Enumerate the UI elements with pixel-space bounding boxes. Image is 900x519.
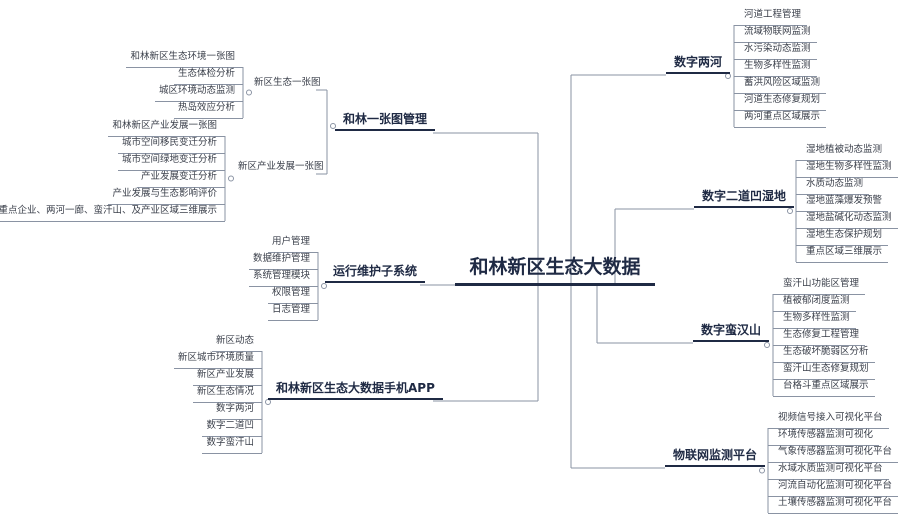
leaf-item[interactable]: 环境传感器监测可视化 bbox=[768, 429, 880, 446]
leaf-item[interactable]: 生态破坏脆弱区分析 bbox=[773, 346, 875, 363]
leaf-item[interactable]: 城区环境动态监测 bbox=[154, 85, 243, 102]
branch-mobile-app[interactable]: 和林新区生态大数据手机APP bbox=[268, 381, 443, 400]
leaf-item[interactable]: 两河重点区域展示 bbox=[734, 111, 827, 128]
leaf-item[interactable]: 城市空间绿地变迁分析 bbox=[117, 154, 225, 171]
leaf-item[interactable]: 湿地生物多样性监测 bbox=[796, 161, 898, 178]
leaf-item[interactable]: 用户管理 bbox=[267, 236, 318, 253]
leaf-item[interactable]: 水质动态监测 bbox=[796, 178, 870, 195]
branch-digital-rivers[interactable]: 数字两河 bbox=[666, 55, 731, 74]
leaf-item[interactable]: 新区生态情况 bbox=[192, 386, 262, 403]
collapse-toggle-icon[interactable] bbox=[725, 73, 731, 79]
leaf-item[interactable]: 湿地生态保护规划 bbox=[796, 229, 889, 246]
leaf-item[interactable]: 数据维护管理 bbox=[248, 253, 318, 270]
leaf-item[interactable]: 生态修复工程管理 bbox=[773, 329, 866, 346]
leaf-item[interactable]: 蛮汗山生态修复规划 bbox=[773, 363, 875, 380]
leaf-item[interactable]: 湿地植被动态监测 bbox=[796, 144, 889, 161]
leaf-item[interactable]: 土壤传感器监测可视化平台 bbox=[768, 497, 899, 514]
leaf-item[interactable]: 数字两河 bbox=[211, 403, 262, 420]
leaf-item[interactable]: 产业发展变迁分析 bbox=[136, 171, 225, 188]
collapse-toggle-icon[interactable] bbox=[246, 89, 252, 96]
leaf-item[interactable]: 蛮汗山功能区管理 bbox=[773, 278, 866, 295]
leaf-item[interactable]: 生物多样性监测 bbox=[734, 60, 817, 77]
leaf-item[interactable]: 河流自动化监测可视化平台 bbox=[768, 480, 899, 497]
leaf-item[interactable]: 视频信号接入可视化平台 bbox=[768, 412, 889, 429]
leaf-item[interactable]: 湿地蓝藻爆发预警 bbox=[796, 195, 889, 212]
sub-branch-eco-map[interactable]: 新区生态一张图 bbox=[254, 77, 321, 88]
leaf-item[interactable]: 数字二道凹 bbox=[202, 420, 262, 437]
leaf-item[interactable]: 日志管理 bbox=[267, 304, 318, 321]
leaf-item[interactable]: 水域水质监测可视化平台 bbox=[768, 463, 889, 480]
leaf-item[interactable]: 新区产业发展 bbox=[192, 369, 262, 386]
leaf-item[interactable]: 气象传感器监测可视化平台 bbox=[768, 446, 899, 463]
branch-ops-subsystem[interactable]: 运行维护子系统 bbox=[325, 264, 426, 283]
leaf-item[interactable]: 新区动态 bbox=[211, 335, 262, 352]
leaf-item[interactable]: 生态体检分析 bbox=[173, 68, 243, 85]
leaf-item[interactable]: 系统管理模块 bbox=[248, 270, 318, 287]
collapse-toggle-icon[interactable] bbox=[228, 175, 234, 182]
leaf-item[interactable]: 蓄洪风险区域监测 bbox=[734, 77, 827, 94]
collapse-toggle-icon[interactable] bbox=[321, 283, 327, 289]
leaf-item[interactable]: 重点区域三维展示 bbox=[796, 246, 889, 263]
leaf-item[interactable]: 新区城市环境质量 bbox=[173, 352, 262, 369]
leaf-item[interactable]: 和林新区生态环境一张图 bbox=[126, 51, 243, 68]
collapse-toggle-icon[interactable] bbox=[330, 123, 336, 129]
leaf-item[interactable]: 重点企业、两河一廊、蛮汗山、及产业区域三维展示 bbox=[0, 205, 225, 222]
leaf-item[interactable]: 和林新区产业发展一张图 bbox=[108, 120, 225, 137]
collapse-toggle-icon[interactable] bbox=[787, 208, 793, 214]
leaf-item[interactable]: 流域物联网监测 bbox=[734, 26, 817, 43]
leaf-item[interactable]: 湿地盐碱化动态监测 bbox=[796, 212, 898, 229]
leaf-item[interactable]: 水污染动态监测 bbox=[734, 43, 817, 60]
leaf-item[interactable]: 植被郁闭度监测 bbox=[773, 295, 856, 312]
collapse-toggle-icon[interactable] bbox=[265, 399, 271, 405]
leaf-item[interactable]: 热岛效应分析 bbox=[173, 102, 243, 119]
branch-map-management[interactable]: 和林一张图管理 bbox=[335, 112, 436, 131]
sub-branch-industry-map[interactable]: 新区产业发展一张图 bbox=[238, 161, 324, 172]
leaf-item[interactable]: 生物多样性监测 bbox=[773, 312, 856, 329]
leaf-item[interactable]: 权限管理 bbox=[267, 287, 318, 304]
leaf-item[interactable]: 数字蛮汗山 bbox=[202, 437, 262, 454]
branch-digital-wetland[interactable]: 数字二道凹湿地 bbox=[694, 189, 795, 208]
leaf-item[interactable]: 河道工程管理 bbox=[734, 9, 808, 26]
leaf-item[interactable]: 台格斗重点区域展示 bbox=[773, 380, 875, 397]
central-topic[interactable]: 和林新区生态大数据 bbox=[455, 252, 655, 286]
collapse-toggle-icon[interactable] bbox=[759, 467, 765, 474]
leaf-item[interactable]: 河道生态修复规划 bbox=[734, 94, 827, 111]
leaf-item[interactable]: 城市空间移民变迁分析 bbox=[117, 137, 225, 154]
branch-iot-platform[interactable]: 物联网监测平台 bbox=[665, 448, 766, 467]
collapse-toggle-icon[interactable] bbox=[764, 342, 770, 348]
branch-digital-mountain[interactable]: 数字蛮汉山 bbox=[693, 323, 770, 342]
leaf-item[interactable]: 产业发展与生态影响评价 bbox=[108, 188, 225, 205]
